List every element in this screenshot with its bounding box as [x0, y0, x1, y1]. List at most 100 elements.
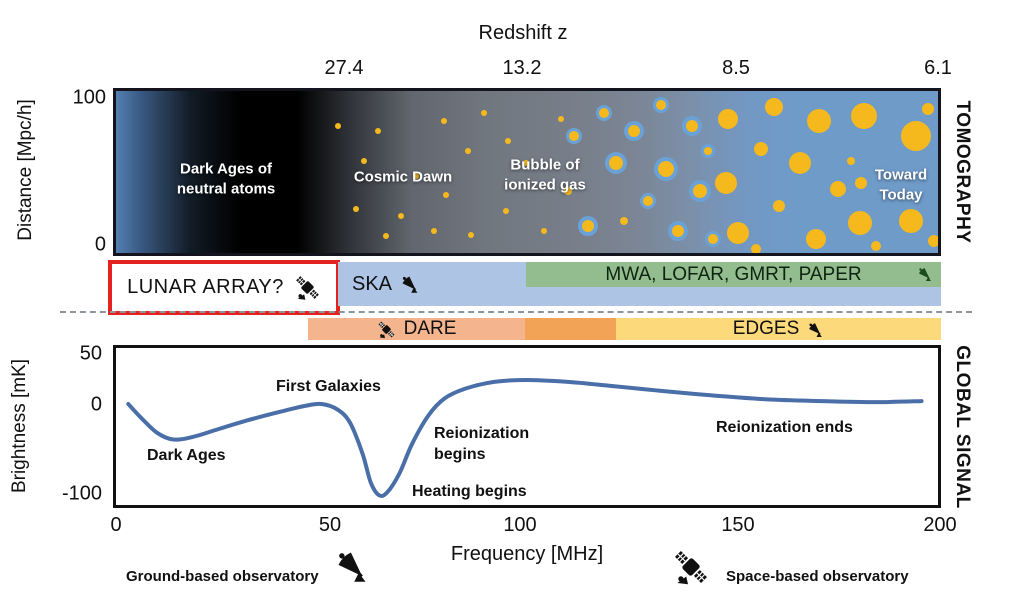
galaxy-dot [481, 110, 487, 116]
ionized-bubble-dot [708, 234, 718, 244]
annotation-reionization-ends: Reionization ends [716, 419, 853, 436]
distance-tick-100: 100 [72, 86, 106, 109]
ionized-bubble-dot [656, 100, 666, 110]
galaxy-dot [398, 213, 404, 219]
redshift-tick-27-4: 27.4 [324, 57, 364, 79]
galaxy-dot [718, 109, 738, 129]
tomography-panel: Dark Ages of neutral atoms Cosmic Dawn B… [113, 88, 941, 256]
galaxy-dot [765, 98, 783, 116]
galaxy-dot [558, 116, 564, 122]
global-signal-curve [126, 378, 924, 498]
region-label-toward-today: Toward Today [874, 166, 928, 204]
edges-bar: EDGES [616, 318, 941, 340]
galaxy-dot [851, 103, 877, 129]
galaxy-dot [431, 228, 437, 234]
galaxy-dot [922, 103, 934, 115]
annotation-reionization-begins: Reionization begins [434, 425, 530, 463]
galaxy-dot [773, 200, 785, 212]
galaxy-dot [807, 109, 831, 133]
global-signal-panel: Dark Ages First Galaxies Reionization be… [113, 345, 941, 508]
annotation-first-galaxies: First Galaxies [276, 378, 381, 395]
region-label-ionized-bubbles: Bubble of ionized gas [504, 156, 586, 194]
galaxy-dot [847, 157, 855, 165]
galaxy-dot [413, 173, 419, 179]
lunar-array-box: LUNAR ARRAY? [108, 260, 340, 315]
dish-icon [807, 321, 824, 338]
galaxy-dot [789, 152, 811, 174]
panel-divider-dashed-line [60, 311, 972, 313]
frequency-tick-0: 0 [110, 514, 122, 536]
dare-bar: DARE [308, 318, 525, 340]
lunar-array-label: LUNAR ARRAY? [127, 276, 284, 298]
region-label-dark-ages: Dark Ages of neutral atoms [176, 160, 276, 198]
galaxy-dot [505, 138, 511, 144]
global-signal-side-label: GLOBAL SIGNAL [952, 345, 973, 509]
legend-ground-based-label: Ground-based observatory [126, 568, 319, 585]
ionized-bubble-dot [704, 147, 712, 155]
galaxy-dot [848, 211, 872, 235]
ionized-bubble-dot [609, 156, 623, 170]
galaxy-dot [715, 172, 737, 194]
ionized-bubble-dot [693, 184, 707, 198]
galaxy-dot [899, 209, 923, 233]
ionized-bubble-dot [569, 131, 579, 141]
dare-edges-overlap-bar [525, 318, 616, 340]
frequency-tick-200: 200 [923, 514, 957, 536]
annotation-dark-ages: Dark Ages [147, 447, 226, 464]
ionized-bubble-dot [686, 120, 698, 132]
mwa-lofar-gmrt-paper-bar: MWA, LOFAR, GMRT, PAPER [526, 262, 941, 287]
ionized-bubble-dot [628, 125, 640, 137]
galaxy-dot [361, 158, 367, 164]
galaxy-dot [441, 118, 447, 124]
redshift-axis-title: Redshift z [478, 22, 568, 44]
galaxy-dot [871, 241, 881, 251]
galaxy-dot [503, 208, 509, 214]
dish-icon [400, 274, 420, 294]
galaxy-dot [830, 181, 846, 197]
galaxy-dot [754, 142, 768, 156]
ground-dish-icon [334, 548, 370, 584]
ionized-bubble-dot [672, 225, 684, 237]
galaxy-dot [806, 229, 826, 249]
ionized-bubble-dot [582, 220, 594, 232]
redshift-tick-8-5: 8.5 [722, 57, 750, 79]
dare-label: DARE [403, 318, 457, 339]
annotation-heating-begins: Heating begins [412, 483, 527, 500]
dish-icon [917, 266, 933, 282]
galaxy-dot [727, 222, 749, 244]
galaxy-dot [751, 244, 761, 253]
redshift-tick-13-2: 13.2 [502, 57, 542, 79]
galaxy-dot [541, 228, 547, 234]
frequency-axis-title: Frequency [MHz] [450, 543, 604, 565]
tomography-side-label: TOMOGRAPHY [952, 100, 973, 244]
satellite-icon [294, 274, 321, 301]
galaxy-dot [383, 233, 389, 239]
legend-space-based-label: Space-based observatory [726, 568, 909, 585]
galaxy-dot [564, 187, 572, 195]
satellite-icon [377, 320, 396, 339]
redshift-tick-6-1: 6.1 [924, 57, 952, 79]
galaxy-dot [523, 160, 529, 166]
frequency-tick-150: 150 [721, 514, 755, 536]
galaxy-dot [443, 192, 449, 198]
galaxy-dot [928, 235, 938, 247]
distance-tick-0: 0 [94, 233, 106, 256]
galaxy-dot [353, 206, 359, 212]
galaxy-dot [620, 217, 628, 225]
galaxy-dot [855, 177, 867, 189]
brightness-tick-0: 0 [90, 393, 102, 416]
region-label-cosmic-dawn: Cosmic Dawn [353, 168, 453, 186]
frequency-tick-50: 50 [318, 514, 342, 536]
ska-label: SKA [352, 272, 393, 295]
mwa-lofar-label: MWA, LOFAR, GMRT, PAPER [605, 263, 862, 285]
ionized-bubble-dot [658, 161, 674, 177]
brightness-tick-neg100: -100 [61, 482, 102, 505]
space-satellite-icon [672, 548, 710, 586]
ionized-bubble-dot [643, 196, 653, 206]
ionized-bubble-dot [599, 108, 609, 118]
brightness-tick-50: 50 [79, 342, 102, 365]
galaxy-dot [335, 123, 341, 129]
galaxy-dot [468, 232, 474, 238]
frequency-tick-100: 100 [503, 514, 537, 536]
